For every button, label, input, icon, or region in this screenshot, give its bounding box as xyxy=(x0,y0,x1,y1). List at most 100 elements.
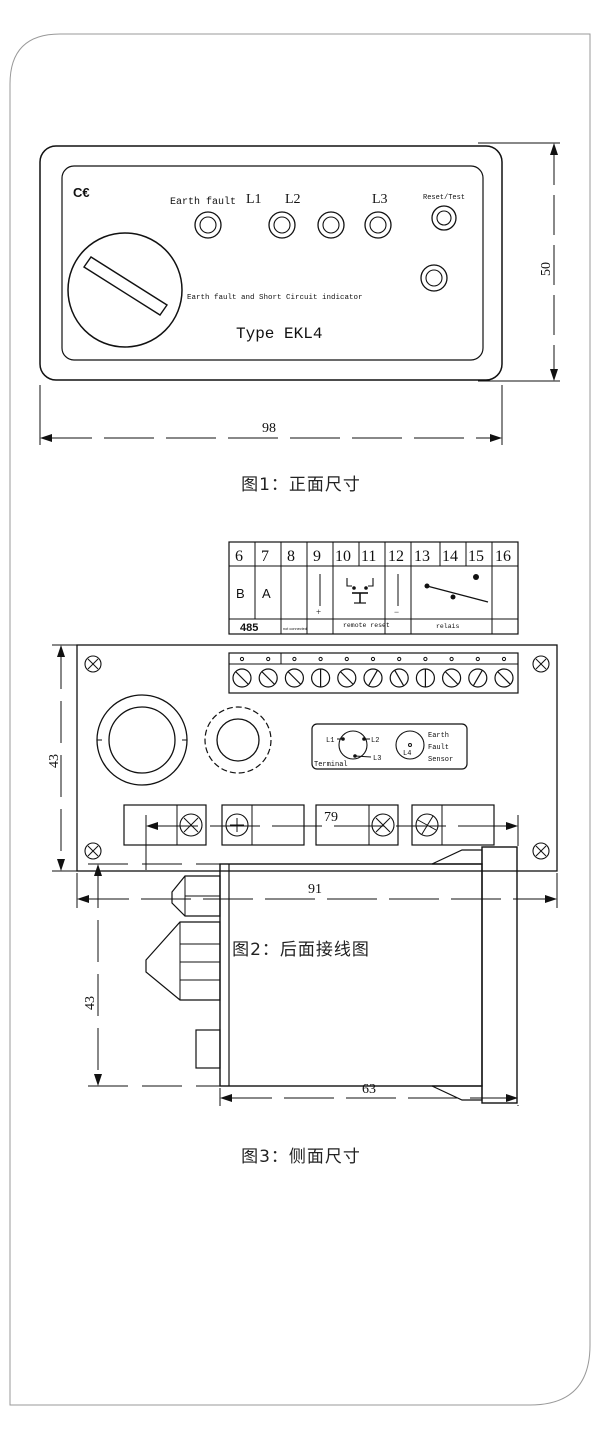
round-connector-large xyxy=(96,694,188,786)
dim-98: 98 xyxy=(262,421,276,436)
arrow-bottom-43-side xyxy=(94,1074,102,1086)
terminal-screw-icon xyxy=(494,656,514,688)
terminal-screw-icon xyxy=(258,656,278,688)
terminal-number: 11 xyxy=(361,548,376,565)
dim-50: 50 xyxy=(539,262,554,276)
sensor-label-l3: L3 xyxy=(373,755,381,763)
clip-top xyxy=(431,849,483,865)
corner-screw-icon xyxy=(84,655,102,673)
front-bezel xyxy=(481,846,518,1104)
label-reset-test: Reset/Test xyxy=(423,194,465,202)
terminal-screw-icon xyxy=(363,656,383,688)
label-relais: relais xyxy=(436,623,460,630)
led-l2 xyxy=(317,211,345,239)
terminal-number: 15 xyxy=(468,548,484,565)
round-connector-small xyxy=(204,706,272,774)
corner-screw-icon xyxy=(532,655,550,673)
terminal-screw-icon xyxy=(415,656,435,688)
connector-block-1 xyxy=(123,804,207,846)
terminal-screw-icon xyxy=(442,656,462,688)
terminal-screw-icon xyxy=(284,656,304,688)
sensor-terminal-box xyxy=(311,723,468,770)
label-not-connected: not connected xyxy=(283,627,307,631)
label-earth-fault: Earth fault xyxy=(170,196,236,208)
terminal-block xyxy=(228,652,519,694)
terminal-number: 12 xyxy=(388,548,404,565)
label-485: 485 xyxy=(240,622,258,634)
arrow-bottom-43 xyxy=(57,859,65,871)
arrow-left-91 xyxy=(77,895,89,903)
label-sensor: Sensor xyxy=(428,756,453,764)
terminal-table: 6 7 8 9 10 11 12 13 14 15 16 B A + xyxy=(228,541,519,635)
terminal-number: 7 xyxy=(261,548,269,565)
terminal-number: 14 xyxy=(442,548,458,565)
arrow-right-63 xyxy=(506,1094,518,1102)
button-lower[interactable] xyxy=(420,264,448,292)
front-view: C€ Earth fault L1 L2 L3 Reset/Test xyxy=(39,142,560,445)
terminal-screw-icon xyxy=(389,656,409,688)
side-connector-top xyxy=(171,875,221,917)
caption-figure-2: 图2：后面接线图 xyxy=(232,940,370,960)
arrow-left-79 xyxy=(146,822,158,830)
label-fault: Fault xyxy=(428,744,449,752)
relay-symbol xyxy=(424,574,489,603)
arrow-top-43 xyxy=(57,645,65,657)
arrow-right-79 xyxy=(506,822,518,830)
side-housing xyxy=(219,863,483,1087)
terminal-number: 6 xyxy=(235,548,243,565)
terminal-screw-icon xyxy=(311,656,331,688)
terminal-screw-icon xyxy=(468,656,488,688)
arrow-top-43-side xyxy=(94,864,102,876)
connector-block-3 xyxy=(315,804,399,846)
led-earth-fault xyxy=(194,211,222,239)
dim-91: 91 xyxy=(308,882,322,897)
sensor-label-l1: L1 xyxy=(326,737,334,745)
remote-reset-symbol xyxy=(346,578,374,604)
led-l3 xyxy=(364,211,392,239)
terminal-screw-icon xyxy=(337,656,357,688)
dim-63: 63 xyxy=(362,1082,376,1097)
page-frame xyxy=(9,33,591,1406)
arrow-left-63 xyxy=(220,1094,232,1102)
label-terminal: Terminal xyxy=(314,761,348,769)
terminal-number: 8 xyxy=(287,548,295,565)
arrow-top-50 xyxy=(550,143,558,155)
terminal-number: 10 xyxy=(335,548,351,565)
label-type: Type EKL4 xyxy=(236,325,322,343)
side-connector-middle xyxy=(145,921,221,1001)
connector-block-2 xyxy=(221,804,305,846)
label-l1: L1 xyxy=(246,192,262,207)
rotary-knob[interactable] xyxy=(67,232,183,348)
row-label-a: A xyxy=(262,586,271,601)
led-l1 xyxy=(268,211,296,239)
sensor-label-l4: L4 xyxy=(403,750,411,758)
front-panel-inner xyxy=(61,165,484,361)
terminal-screw-icon xyxy=(232,656,252,688)
arrow-right-98 xyxy=(490,434,502,442)
arrow-left-98 xyxy=(40,434,52,442)
connector-block-4 xyxy=(411,804,495,846)
dim-79: 79 xyxy=(324,810,338,825)
label-earth: Earth xyxy=(428,732,449,740)
caption-figure-3: 图3：侧面尺寸 xyxy=(241,1147,361,1167)
label-indicator: Earth fault and Short Circuit indicator xyxy=(187,294,363,302)
corner-screw-icon xyxy=(84,842,102,860)
label-remote-reset: remote reset xyxy=(343,622,390,629)
caption-figure-1: 图1：正面尺寸 xyxy=(241,475,361,495)
terminal-number: 16 xyxy=(495,548,511,565)
symbol-12-minus: − xyxy=(394,607,399,617)
row-label-b: B xyxy=(236,586,245,601)
reset-test-button[interactable] xyxy=(431,205,457,231)
rear-view: 6 7 8 9 10 11 12 13 14 15 16 B A + xyxy=(47,541,558,908)
terminal-number: 13 xyxy=(414,548,430,565)
ce-mark: C€ xyxy=(73,185,90,200)
arrow-bottom-50 xyxy=(550,369,558,381)
front-panel-outer xyxy=(39,145,503,381)
terminal-number: 9 xyxy=(313,548,321,565)
rear-panel xyxy=(76,644,558,872)
side-connector-bottom xyxy=(195,1029,221,1069)
side-view: 79 43 xyxy=(83,810,519,1106)
arrow-right-91 xyxy=(545,895,557,903)
label-l3: L3 xyxy=(372,192,388,207)
sensor-label-l2: L2 xyxy=(371,737,379,745)
